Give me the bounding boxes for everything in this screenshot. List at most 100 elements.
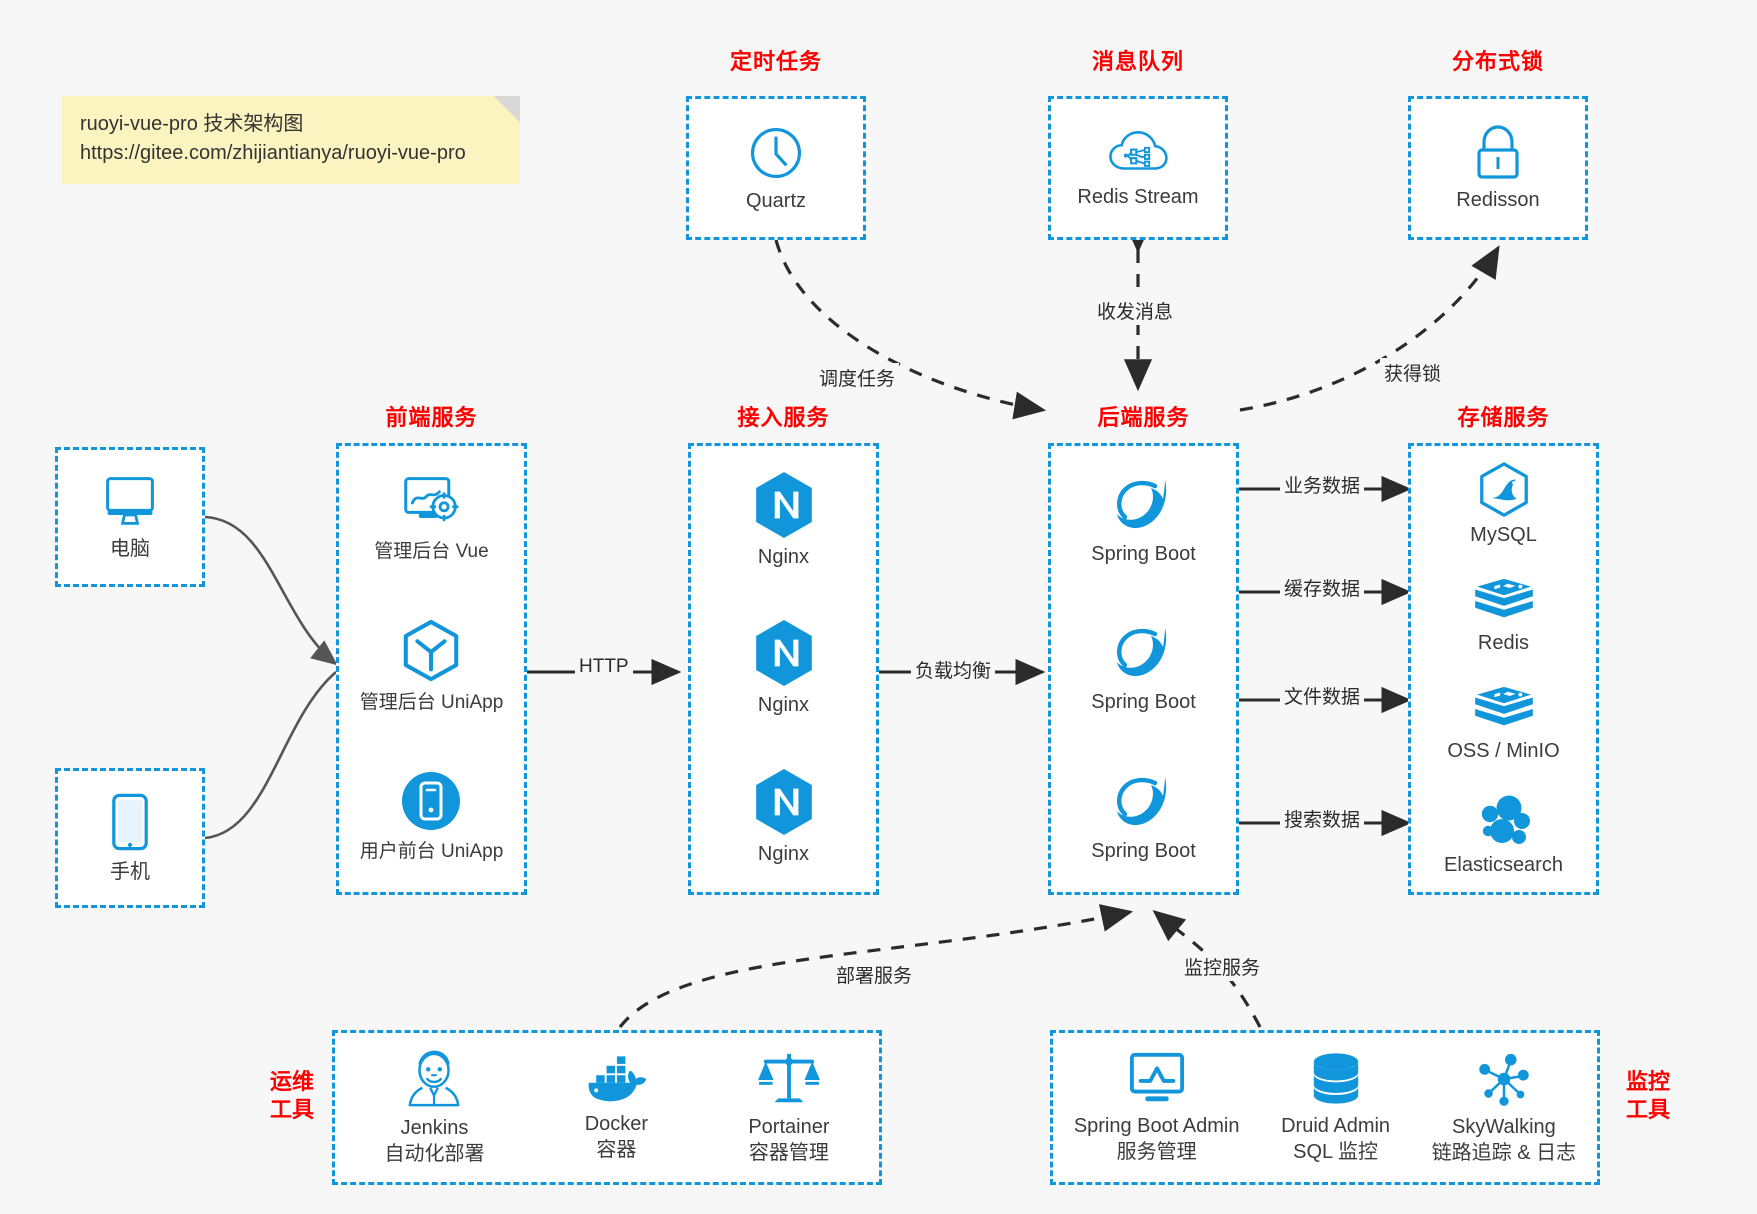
docker-whale-icon <box>583 1053 649 1105</box>
group-title-mq: 消息队列 <box>1091 49 1184 74</box>
node-label-mysql: MySQL <box>1470 523 1537 546</box>
edge-schedule-task <box>774 239 1047 420</box>
group-box-gateway: Nginx Nginx Nginx <box>688 443 879 895</box>
edge-label-search-data: 搜索数据 <box>1280 804 1365 833</box>
node-redis[interactable]: Redis <box>1473 577 1535 656</box>
edge-label-http: HTTP <box>575 655 633 679</box>
node-user-uniapp[interactable]: 用户前台 UniApp <box>359 770 504 864</box>
nginx-icon <box>753 619 815 687</box>
diagram-note: ruoyi-vue-pro 技术架构图 https://gitee.com/zh… <box>62 96 520 184</box>
network-nodes-icon <box>1474 1050 1534 1108</box>
node-skywalking[interactable]: SkyWalking 链路追踪 & 日志 <box>1432 1050 1576 1166</box>
node-phone[interactable]: 手机 <box>55 768 205 908</box>
group-title-monitoring: 监控 工具 <box>1608 1068 1688 1123</box>
spring-boot-icon <box>1111 622 1175 684</box>
node-label-elasticsearch: Elasticsearch <box>1444 853 1563 876</box>
group-title-frontend: 前端服务 <box>385 405 478 430</box>
node-oss-minio[interactable]: OSS / MinIO <box>1447 685 1560 764</box>
edge-label-business-data: 业务数据 <box>1280 470 1365 499</box>
edge-computer-to-frontend <box>204 515 338 666</box>
dashboard-gear-icon <box>400 474 462 532</box>
edge-phone-to-frontend <box>204 671 337 840</box>
node-nginx-1[interactable]: Nginx <box>753 471 815 570</box>
edge-monitor-service <box>1152 909 1262 1028</box>
spring-boot-icon <box>1111 474 1175 536</box>
group-title-scheduler: 定时任务 <box>729 49 822 74</box>
group-title-monitoring-line1: 监控 <box>1625 1069 1670 1094</box>
node-desc-spring-boot-admin: 服务管理 <box>1116 1140 1197 1163</box>
node-nginx-2[interactable]: Nginx <box>753 619 815 718</box>
node-desc-jenkins: 自动化部署 <box>384 1142 485 1165</box>
node-elasticsearch[interactable]: Elasticsearch <box>1444 793 1563 878</box>
jenkins-icon <box>403 1049 465 1109</box>
node-label-spring-boot-2: Spring Boot <box>1091 691 1196 714</box>
node-label-portainer: Portainer <box>748 1115 830 1138</box>
edge-label-cache-data: 缓存数据 <box>1280 573 1365 602</box>
edge-label-monitor-service: 监控服务 <box>1180 952 1265 981</box>
node-label-docker: Docker <box>584 1112 649 1135</box>
group-title-storage: 存储服务 <box>1457 405 1550 430</box>
node-redis-stream[interactable]: Redis Stream <box>1077 127 1199 210</box>
node-spring-boot-3[interactable]: Spring Boot <box>1091 771 1196 864</box>
node-desc-skywalking: 链路追踪 & 日志 <box>1431 1141 1577 1164</box>
group-title-devops-line2: 工具 <box>269 1096 314 1122</box>
node-mysql[interactable]: MySQL <box>1470 461 1537 548</box>
node-redisson[interactable]: Redisson <box>1456 124 1540 213</box>
group-title-lock: 分布式锁 <box>1451 49 1544 74</box>
node-label-skywalking: SkyWalking <box>1452 1115 1556 1138</box>
group-title-backend: 后端服务 <box>1097 405 1190 430</box>
node-label-quartz: Quartz <box>745 189 807 212</box>
node-admin-vue[interactable]: 管理后台 Vue <box>374 474 489 564</box>
mysql-icon <box>1476 461 1532 519</box>
node-label-spring-boot-3: Spring Boot <box>1091 840 1196 863</box>
node-label-spring-boot-admin: Spring Boot Admin <box>1073 1114 1240 1137</box>
monitor-chart-icon <box>1127 1051 1187 1107</box>
note-fold-corner <box>494 96 520 122</box>
scales-icon <box>757 1050 821 1108</box>
node-admin-uniapp[interactable]: 管理后台 UniApp <box>359 619 504 715</box>
node-druid-admin[interactable]: Druid Admin SQL 监控 <box>1281 1051 1390 1165</box>
mobile-app-icon <box>400 770 462 832</box>
clock-icon <box>746 123 806 183</box>
node-spring-boot-1[interactable]: Spring Boot <box>1091 474 1196 567</box>
group-box-lock: Redisson <box>1408 96 1588 240</box>
node-jenkins[interactable]: Jenkins 自动化部署 <box>384 1049 484 1167</box>
node-portainer[interactable]: Portainer 容器管理 <box>748 1050 830 1166</box>
cloud-network-icon <box>1107 127 1169 179</box>
node-desc-docker: 容器 <box>596 1138 637 1161</box>
node-label-redis-stream: Redis Stream <box>1077 185 1199 208</box>
node-label-nginx-1: Nginx <box>757 545 810 568</box>
oss-minio-icon <box>1473 685 1535 735</box>
database-stack-icon <box>1307 1051 1365 1107</box>
node-label-nginx-3: Nginx <box>757 843 810 866</box>
edge-deploy-service <box>618 904 1134 1028</box>
group-box-backend: Spring Boot Spring Boot Spring Boot <box>1048 443 1239 895</box>
edge-label-load-balance: 负载均衡 <box>911 655 996 684</box>
group-box-devops: Jenkins 自动化部署 Docker <box>332 1030 882 1185</box>
node-computer[interactable]: 电脑 <box>55 447 205 587</box>
node-label-user-uniapp: 用户前台 UniApp <box>359 841 504 863</box>
edge-label-schedule-task: 调度任务 <box>815 363 900 392</box>
node-quartz[interactable]: Quartz <box>746 123 806 214</box>
node-spring-boot-2[interactable]: Spring Boot <box>1091 622 1196 715</box>
node-nginx-3[interactable]: Nginx <box>753 768 815 867</box>
node-spring-boot-admin[interactable]: Spring Boot Admin 服务管理 <box>1073 1051 1240 1165</box>
node-label-computer: 电脑 <box>110 537 150 560</box>
padlock-icon <box>1470 124 1526 182</box>
group-title-devops-line1: 运维 <box>269 1069 314 1094</box>
node-label-jenkins: Jenkins <box>400 1116 469 1139</box>
node-docker[interactable]: Docker 容器 <box>583 1053 649 1163</box>
edge-label-acquire-lock: 获得锁 <box>1380 358 1446 387</box>
node-label-admin-vue: 管理后台 Vue <box>374 540 489 562</box>
node-desc-druid-admin: SQL 监控 <box>1293 1140 1378 1163</box>
note-line-1: ruoyi-vue-pro 技术架构图 <box>80 113 304 135</box>
group-title-monitoring-line2: 工具 <box>1625 1096 1670 1122</box>
edge-acquire-lock <box>1239 245 1500 412</box>
node-label-redis: Redis <box>1477 631 1530 654</box>
smartphone-icon <box>110 792 150 852</box>
note-line-2: https://gitee.com/zhijiantianya/ruoyi-vu… <box>80 142 466 164</box>
node-label-admin-uniapp: 管理后台 UniApp <box>359 692 504 714</box>
edge-label-deploy-service: 部署服务 <box>832 960 917 989</box>
group-box-storage: MySQL Redis <box>1408 443 1599 895</box>
node-desc-portainer: 容器管理 <box>748 1141 829 1164</box>
